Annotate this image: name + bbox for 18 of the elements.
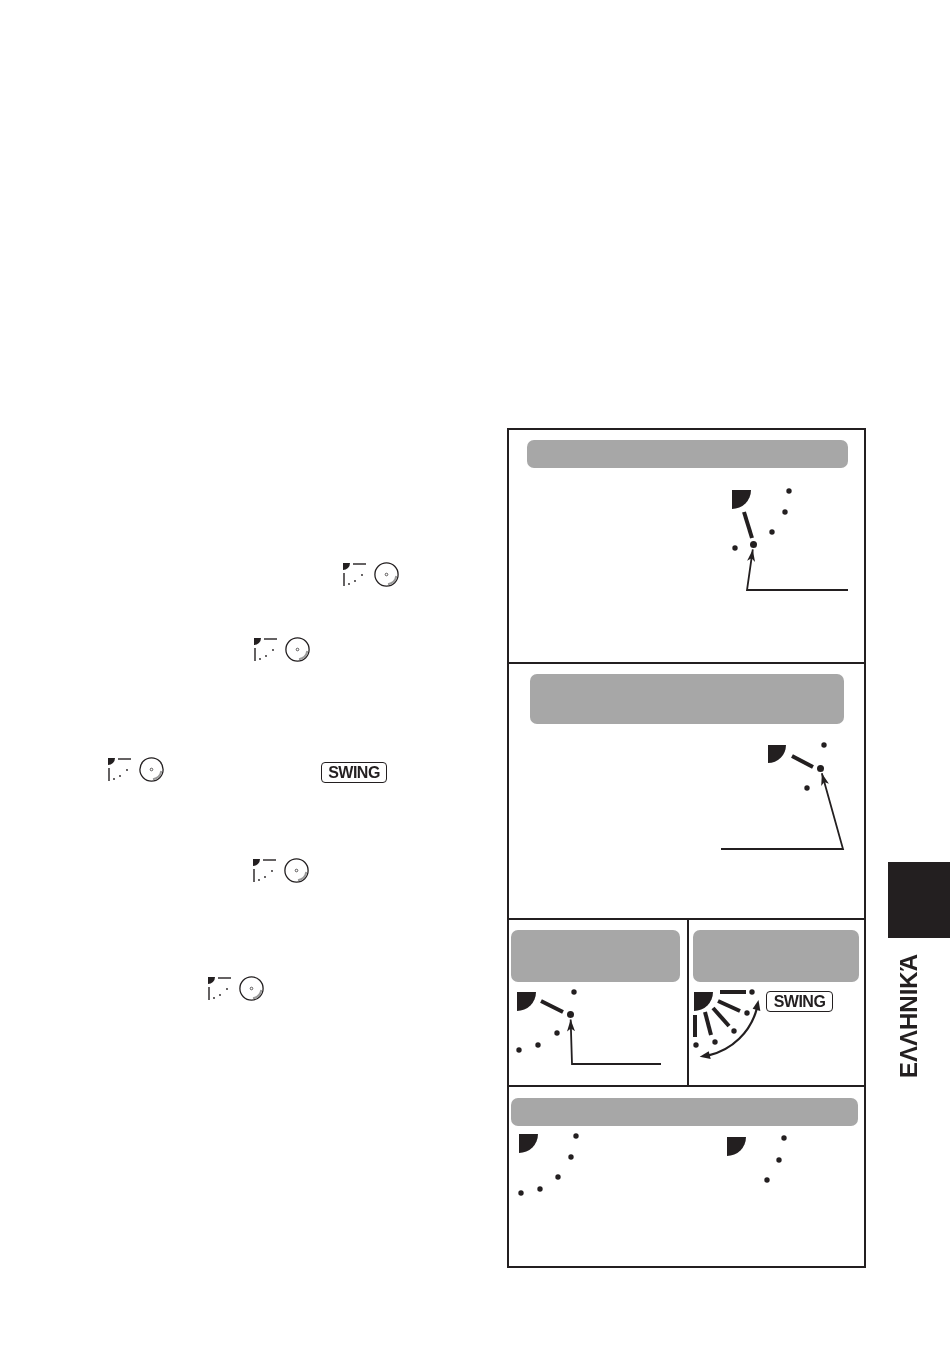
leader-line — [745, 548, 849, 591]
info-panel — [507, 1085, 866, 1268]
leader-line — [567, 1018, 662, 1065]
leader-line — [720, 772, 845, 850]
info-panel — [507, 662, 866, 920]
position-dot — [750, 541, 757, 548]
info-panel — [507, 428, 866, 664]
header-bar — [693, 930, 859, 982]
header-bar — [530, 674, 844, 724]
header-bar — [527, 440, 848, 468]
position-dot — [817, 765, 824, 772]
language-label: ΕΛΛΗΝΙΚΆ — [897, 954, 921, 1078]
swing-key: SWING — [766, 991, 833, 1012]
language-tab — [888, 862, 950, 938]
header-bar — [511, 930, 680, 982]
swing-key: SWING — [321, 762, 387, 783]
position-dot — [567, 1011, 574, 1018]
header-bar — [511, 1098, 858, 1126]
